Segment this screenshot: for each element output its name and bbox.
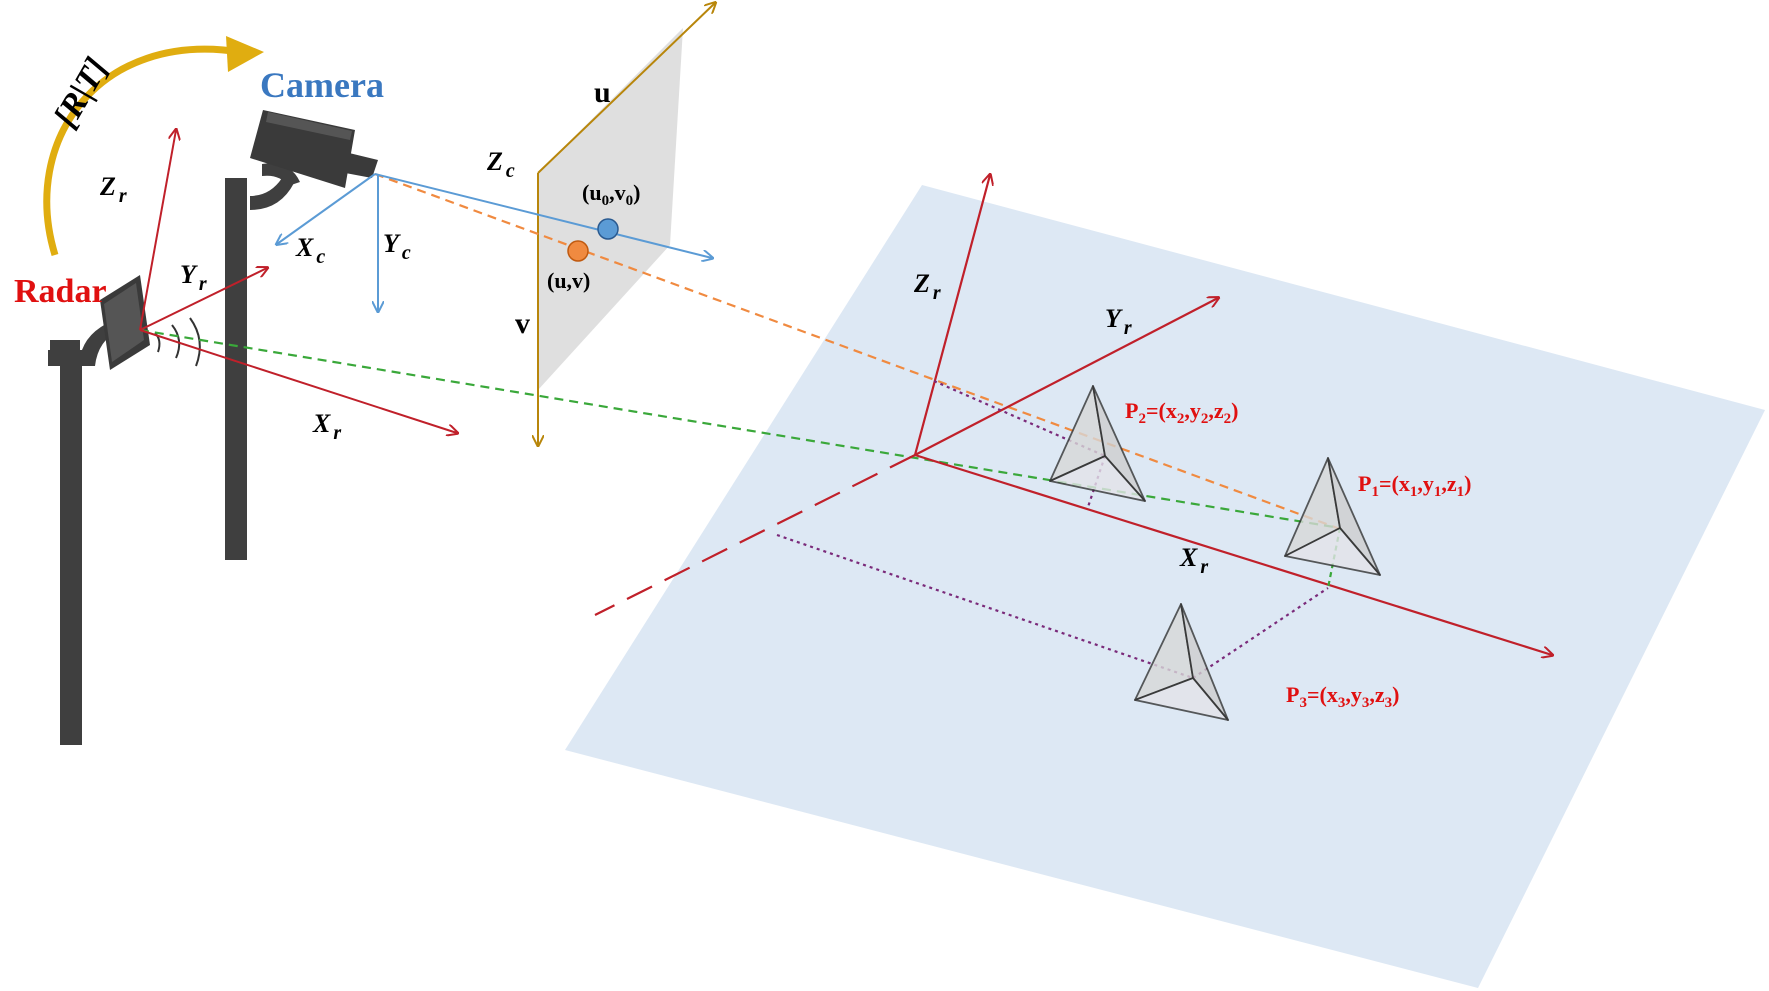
- projected-point-marker: [567, 240, 589, 262]
- point-p1-pyramid: [1284, 457, 1381, 576]
- point-p2-pyramid: [1049, 385, 1146, 502]
- world-x-axis: [914, 453, 1552, 655]
- point-p3-pyramid: [1134, 603, 1229, 721]
- projected-point-label: (u,v): [547, 268, 590, 293]
- transform-arrow: [43, 45, 241, 257]
- transform-label: [R|T]: [47, 52, 116, 134]
- world-x-axis-negative: [594, 454, 916, 616]
- radar-x-axis: [139, 329, 457, 433]
- p3-label: P3=(x3,y3,z3): [1286, 682, 1399, 711]
- camera-body: [250, 110, 378, 188]
- radar-y-axis: [139, 268, 267, 331]
- camera-label: Camera: [260, 65, 384, 105]
- radar-pole: [48, 318, 120, 745]
- radar-z-axis: [139, 130, 176, 331]
- transform-arrow-head: [226, 36, 264, 72]
- principal-point-label: (u0,v0): [582, 180, 640, 209]
- p2-label: P2=(x2,y2,z2): [1125, 398, 1238, 427]
- world-y-axis: [914, 298, 1218, 456]
- image-plane: [538, 28, 683, 390]
- world-z-axis: [913, 175, 990, 456]
- orange-ray: [374, 172, 1341, 531]
- v-axis-label: v: [515, 307, 530, 340]
- camera-z-axis: [374, 173, 712, 258]
- ground-plane: [565, 185, 1765, 988]
- p1-label: P1=(x1,y1,z1): [1358, 471, 1471, 500]
- radar-sensor: [100, 275, 201, 370]
- u-axis-label: u: [594, 76, 611, 109]
- radar-label: Radar: [14, 273, 107, 310]
- u-axis: [537, 3, 715, 174]
- camera-x-axis: [277, 173, 376, 244]
- camera-pole: [225, 163, 300, 560]
- principal-point-marker: [597, 218, 619, 240]
